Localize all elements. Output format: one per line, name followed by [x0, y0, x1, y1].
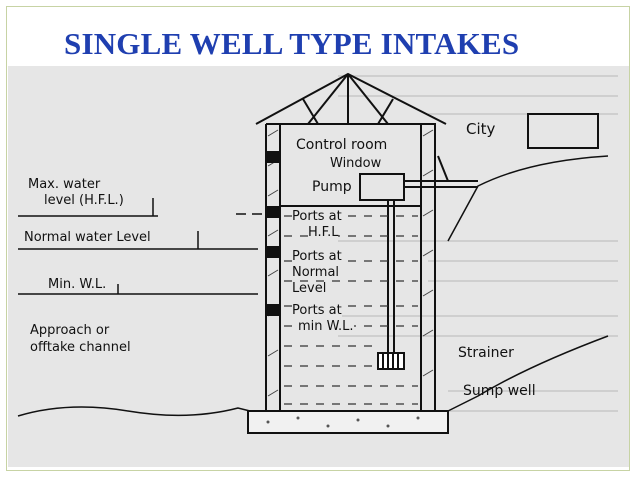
- foundation: [247, 410, 449, 434]
- water-level-lines: [18, 198, 263, 295]
- label-sump-well: Sump well: [463, 383, 536, 399]
- label-normal-water: Normal water Level: [24, 230, 151, 245]
- label-window: Window: [330, 156, 382, 171]
- label-ports-min-1: Ports at: [292, 303, 342, 318]
- strainer-icon: [377, 352, 405, 370]
- roof-truss: [255, 72, 447, 125]
- pump-assembly: [359, 155, 478, 356]
- wall-ports: [266, 151, 280, 316]
- channel-bank: [17, 155, 609, 417]
- label-approach-1: Approach or: [30, 323, 110, 338]
- label-pump: Pump: [312, 179, 352, 195]
- label-ports-hfl-1: Ports at: [292, 209, 342, 224]
- diagram-image: City Control room Window Pump Max. water…: [8, 66, 629, 467]
- label-ports-normal-2: Normal: [292, 265, 340, 280]
- label-max-water-1: Max. water: [28, 177, 101, 192]
- city-box: [527, 113, 599, 149]
- label-strainer: Strainer: [458, 345, 514, 361]
- label-city: City: [466, 120, 496, 138]
- label-ports-hfl-2: H.F.L: [308, 225, 339, 240]
- label-control-room: Control room: [296, 137, 388, 153]
- well-walls: [265, 124, 436, 411]
- diagram-drawing: [17, 72, 618, 434]
- slide-title: SINGLE WELL TYPE INTAKES: [64, 26, 520, 61]
- label-ports-normal-3: Level: [292, 281, 327, 296]
- slide-frame: [6, 6, 630, 471]
- label-ports-min-2: min W.L.: [298, 319, 354, 334]
- label-max-water-2: level (H.F.L.): [44, 193, 124, 208]
- label-approach-2: offtake channel: [30, 340, 131, 355]
- label-min-wl: Min. W.L.: [48, 277, 107, 292]
- label-ports-normal-1: Ports at: [292, 249, 342, 264]
